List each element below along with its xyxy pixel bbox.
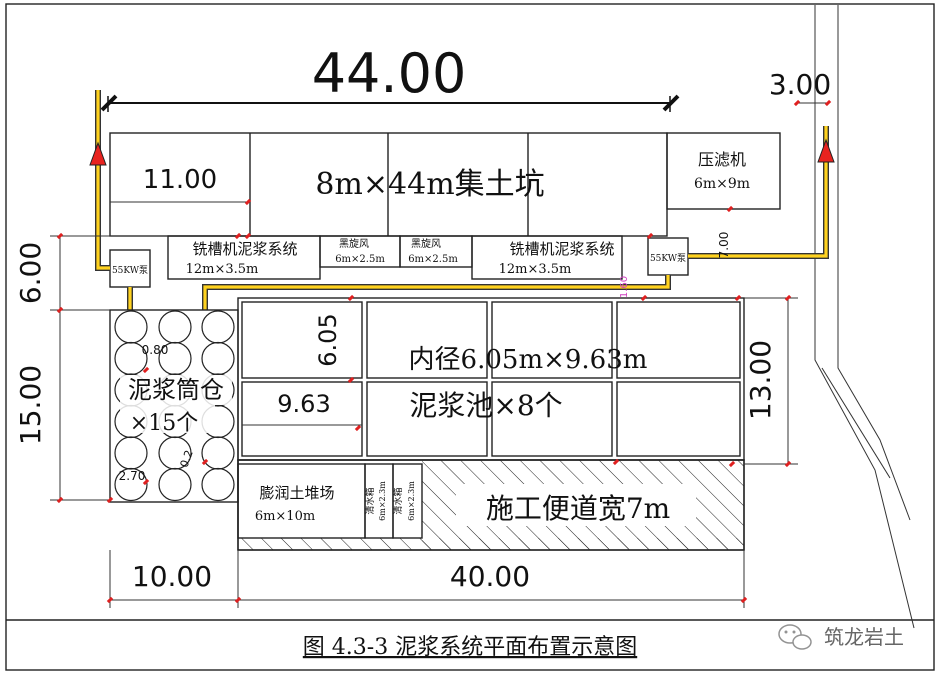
pump-right-label: 55KW泵: [650, 253, 686, 264]
slot-mill-left-label: 铣槽机泥浆系统: [192, 240, 297, 258]
tick-mark: [347, 294, 355, 302]
tick-mark: [640, 294, 648, 302]
silo-circle: [201, 436, 235, 470]
tick-mark: [726, 205, 734, 213]
dim-label-bottom-left: 10.00: [132, 560, 212, 593]
pipe-vertical-dim: 7.00: [717, 232, 731, 259]
tick-mark: [201, 458, 209, 466]
tick-mark: [646, 232, 654, 240]
dim-label-right: 13.00: [744, 340, 777, 420]
tick-mark: [56, 232, 64, 240]
water-tank-1-label: 清水箱: [364, 487, 376, 514]
tick-mark: [784, 294, 792, 302]
drawing-frame: [5, 3, 935, 671]
tick-mark: [142, 478, 150, 486]
tick-mark: [734, 294, 742, 302]
tick-mark: [784, 460, 792, 468]
tick-mark: [824, 99, 832, 107]
watermark-text: 筑龙岩土: [824, 625, 904, 649]
dim-label-top: 44.00: [312, 42, 467, 105]
flow-arrow-right-icon: [817, 138, 835, 163]
tick-mark: [347, 376, 355, 384]
pool-width-dim: 6.05: [314, 313, 342, 366]
silo-circle: [114, 467, 148, 502]
silo-circle: [114, 310, 148, 344]
tick-mark: [793, 99, 801, 107]
tick-mark: [234, 232, 242, 240]
flow-arrow-left-icon: [89, 141, 107, 166]
dim-label-left-upper: 6.00: [14, 242, 47, 304]
equipment-row: [167, 235, 623, 280]
tick-mark: [106, 596, 114, 604]
silo-circle: [201, 467, 235, 502]
pool-size-label: 内径6.05m×9.63m: [409, 345, 648, 375]
tick-mark: [740, 596, 748, 604]
slot-mill-right-size: 12m×3.5m: [499, 262, 572, 277]
soil-pit-label: 8m×44m集土坑: [315, 167, 544, 202]
mud-pool-cells: [241, 301, 741, 457]
filter-press-size: 6m×9m: [694, 176, 750, 192]
silo-circle: [114, 436, 148, 470]
road-label: 施工便道宽7m: [486, 492, 670, 525]
figure-caption: 图 4.3-3 泥浆系统平面布置示意图: [303, 635, 637, 660]
road-edge-lines: [814, 5, 915, 629]
filter-press-label: 压滤机: [698, 150, 746, 169]
tick-mark: [354, 424, 362, 432]
tick-mark: [728, 460, 736, 468]
pool-count-label: 泥浆池×8个: [409, 389, 562, 422]
tick-mark: [106, 496, 114, 504]
tick-mark: [234, 596, 242, 604]
dim-label-right-offset: 3.00: [769, 68, 831, 101]
silo-spacing-dim: 0.80: [142, 343, 169, 357]
cyclone-right-label: 黑旋风: [411, 237, 441, 250]
silo-circle: [201, 341, 235, 376]
water-tank-2-size: 6m×2.3m: [407, 481, 416, 521]
water-tank-2-label: 清水箱: [392, 487, 404, 514]
water-tank-2: [392, 463, 423, 539]
pump-left-label: 55KW泵: [112, 265, 148, 276]
tick-mark: [56, 496, 64, 504]
water-tank-1-size: 6m×2.3m: [378, 481, 387, 521]
tick-mark: [244, 232, 252, 240]
tick-mark: [244, 198, 252, 206]
tick-mark: [56, 306, 64, 314]
watermark: 筑龙岩土: [778, 624, 904, 650]
cyclone-right-size: 6m×2.5m: [408, 254, 458, 265]
bentonite-label: 膨润土堆场: [259, 484, 334, 502]
silo-circle: [158, 467, 192, 502]
pink-dim: 1.60: [619, 276, 630, 298]
dim-label-bottom-right: 40.00: [450, 560, 530, 593]
pool-length-dim: 9.63: [277, 390, 330, 418]
silo-diameter-dim: 2.70: [119, 469, 146, 483]
silo-count-label: ×15个: [130, 411, 198, 436]
slot-mill-right-label: 铣槽机泥浆系统: [509, 240, 614, 258]
tick-mark: [612, 458, 620, 466]
silo-gap-dim: 0.2: [178, 448, 196, 469]
dimension-tick-marks: [56, 99, 832, 604]
wechat-logo-icon: [778, 624, 812, 650]
cyclone-left-label: 黑旋风: [339, 237, 369, 250]
tick-mark: [142, 366, 150, 374]
soil-pit-dim: 11.00: [143, 165, 217, 195]
silo-circle: [158, 310, 192, 344]
silo-circle: [201, 310, 235, 344]
bentonite-size: 6m×10m: [255, 509, 315, 524]
filter-press-block: [666, 132, 781, 210]
slot-mill-left-size: 12m×3.5m: [186, 262, 259, 277]
silo-label: 泥浆筒仓: [128, 376, 224, 404]
cyclone-left-size: 6m×2.5m: [335, 254, 385, 265]
dim-label-left-lower: 15.00: [14, 365, 47, 445]
